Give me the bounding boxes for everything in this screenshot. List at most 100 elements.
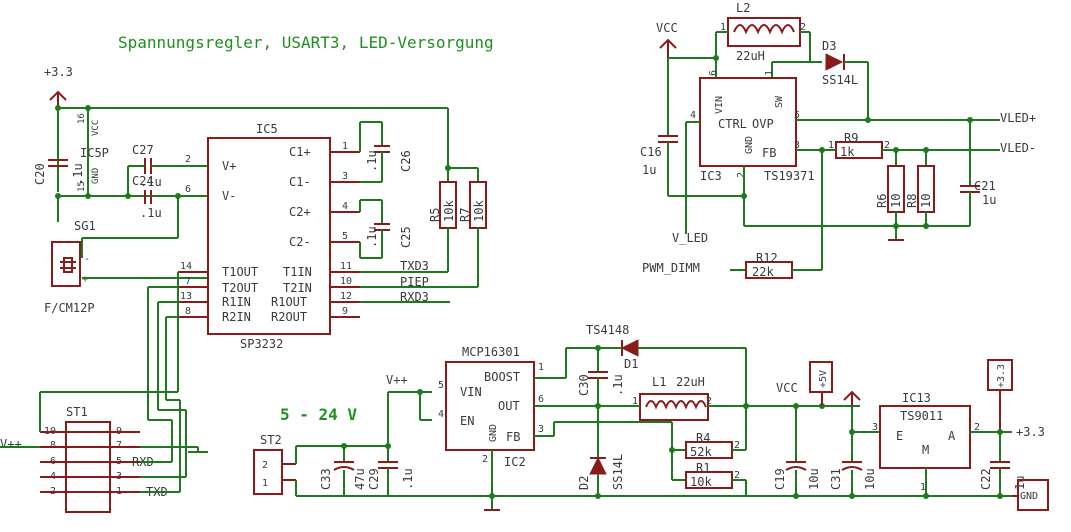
ic2-mcp16301: MCP16301 BOOST VIN OUT EN GND FB IC2 1 5… (438, 345, 544, 469)
svg-text:1u: 1u (1013, 476, 1027, 490)
svg-text:10: 10 (919, 194, 933, 208)
svg-text:C2-: C2- (289, 235, 311, 249)
ic13-ts9011: IC13 TS9011 E M A 3 1 2 (872, 391, 980, 493)
svg-text:C20: C20 (33, 163, 47, 185)
svg-text:VLED-: VLED- (1000, 141, 1036, 155)
svg-text:T1OUT: T1OUT (222, 265, 258, 279)
svg-text:R7: R7 (458, 208, 472, 222)
svg-text:C19: C19 (773, 468, 787, 490)
svg-text:+: + (82, 274, 88, 285)
svg-text:R2OUT: R2OUT (271, 310, 307, 324)
buzzer-sg1: SG1 - + F/CM12P (44, 219, 96, 315)
svg-text:IC5P: IC5P (80, 146, 109, 160)
svg-text:VCC: VCC (91, 120, 101, 136)
svg-text:1: 1 (920, 482, 926, 493)
supply-gnd: GND (1012, 479, 1049, 511)
svg-text:10: 10 (889, 194, 903, 208)
svg-text:10k: 10k (472, 200, 486, 222)
capacitor-c19: C19 10u (773, 406, 821, 496)
svg-text:E: E (896, 429, 903, 443)
svg-text:+3.3: +3.3 (996, 364, 1007, 388)
svg-text:1: 1 (828, 140, 834, 151)
supply-p5v: +5V (809, 361, 833, 406)
svg-text:F/CM12P: F/CM12P (44, 301, 95, 315)
resistor-r12: PWM_DIMM R12 22k (642, 251, 822, 279)
svg-text:SP3232: SP3232 (240, 337, 283, 351)
svg-text:IC13: IC13 (902, 391, 931, 405)
svg-text:2: 2 (734, 440, 740, 451)
svg-text:10u: 10u (807, 468, 821, 490)
svg-text:.1u: .1u (365, 226, 379, 248)
svg-text:R6: R6 (875, 194, 889, 208)
svg-text:BOOST: BOOST (484, 370, 520, 384)
svg-text:7: 7 (185, 276, 191, 287)
svg-text:VIN: VIN (460, 385, 482, 399)
supply-vcc-top: VCC (656, 21, 678, 58)
resistor-r6: R6 10 (875, 150, 905, 240)
svg-text:10: 10 (340, 276, 352, 287)
ic5p-power: 16 VCC IC5P GND 15 (77, 108, 109, 196)
resistor-r8: R8 10 (905, 150, 935, 226)
svg-text:4: 4 (690, 110, 696, 121)
svg-text:4: 4 (342, 201, 348, 212)
svg-text:V++: V++ (386, 373, 408, 387)
svg-text:10k: 10k (442, 200, 456, 222)
svg-text:22uH: 22uH (736, 49, 765, 63)
svg-text:SS14L: SS14L (822, 73, 858, 87)
supply-vcc-mid: VCC (776, 381, 798, 395)
svg-text:C22: C22 (979, 468, 993, 490)
supply-p33-box: +3.3 (987, 359, 1013, 432)
capacitor-c21: C21 1u (960, 179, 996, 207)
svg-text:.1u: .1u (611, 374, 625, 396)
svg-text:5: 5 (794, 110, 800, 121)
svg-text:22k: 22k (752, 265, 774, 279)
svg-text:R1IN: R1IN (222, 295, 251, 309)
svg-text:GND: GND (1020, 491, 1038, 502)
svg-text:3: 3 (794, 140, 800, 151)
svg-text:.1u: .1u (401, 468, 415, 490)
svg-text:1u: 1u (642, 163, 656, 177)
svg-text:1k: 1k (840, 145, 855, 159)
svg-text:R4: R4 (696, 431, 710, 445)
svg-text:C30: C30 (577, 374, 591, 396)
resistor-r5: R5 10k (428, 168, 457, 272)
svg-text:V-: V- (222, 189, 236, 203)
svg-text:FB: FB (506, 430, 520, 444)
svg-text:EN: EN (460, 414, 474, 428)
svg-text:1u: 1u (982, 193, 996, 207)
supply-vpp-boost: V++ (386, 373, 408, 387)
capacitor-c22: C22 1u (979, 432, 1027, 496)
svg-text:L1: L1 (652, 375, 666, 389)
svg-text:VIN: VIN (714, 96, 725, 114)
svg-text:IC2: IC2 (504, 455, 526, 469)
svg-text:C1-: C1- (289, 175, 311, 189)
svg-text:D2: D2 (577, 476, 591, 490)
svg-text:L2: L2 (736, 1, 750, 15)
svg-text:52k: 52k (690, 445, 712, 459)
svg-text:TS4148: TS4148 (586, 323, 629, 337)
svg-text:R2IN: R2IN (222, 310, 251, 324)
svg-text:TS9011: TS9011 (900, 409, 943, 423)
ic3-ts19371: VIN CTRL OVP SW GND FB IC3 TS19371 6 4 1… (690, 70, 815, 183)
svg-text:R9: R9 (844, 131, 858, 145)
svg-text:8: 8 (185, 306, 191, 317)
svg-text:.1u: .1u (140, 175, 162, 189)
capacitor-c20: C20 .1u (33, 159, 85, 192)
svg-text:11: 11 (340, 261, 352, 272)
svg-text:TS19371: TS19371 (764, 169, 815, 183)
svg-text:7: 7 (116, 440, 122, 451)
svg-text:C26: C26 (399, 150, 413, 172)
svg-text:ST2: ST2 (260, 433, 282, 447)
svg-text:ST1: ST1 (66, 405, 88, 419)
svg-text:C33: C33 (319, 468, 333, 490)
connector-st2: ST2 2 1 (253, 433, 296, 495)
svg-text:MCP16301: MCP16301 (462, 345, 520, 359)
diode-d1: TS4148 D1 (586, 323, 639, 371)
svg-text:M: M (922, 443, 929, 457)
capacitor-c25: .1u C25 (359, 199, 413, 259)
svg-text:12: 12 (340, 291, 352, 302)
inductor-l1: L1 22uH 1 2 (632, 375, 712, 421)
svg-text:3: 3 (538, 424, 544, 435)
svg-text:6: 6 (708, 70, 719, 76)
svg-text:16: 16 (77, 113, 87, 124)
